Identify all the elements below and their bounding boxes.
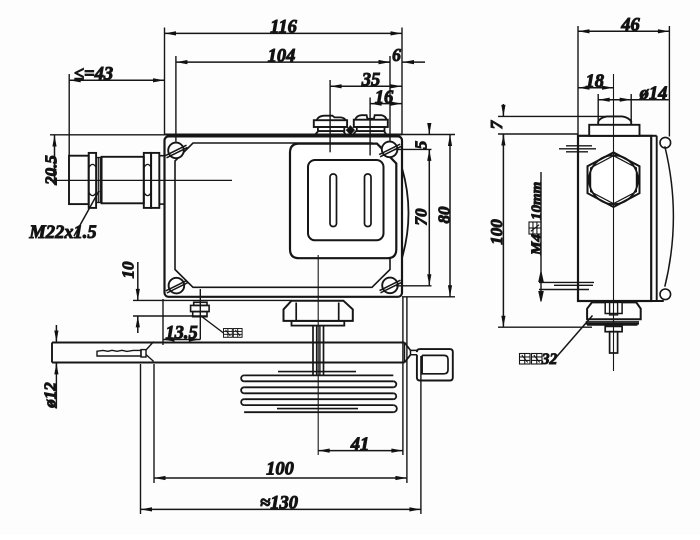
svg-text:≤=43: ≤=43 — [74, 65, 113, 85]
svg-text:13.5: 13.5 — [165, 324, 197, 344]
svg-text:5: 5 — [412, 140, 431, 149]
svg-text:32: 32 — [541, 351, 558, 368]
svg-text:10: 10 — [119, 261, 138, 279]
svg-text:ø12: ø12 — [41, 382, 60, 409]
svg-text:100: 100 — [266, 460, 294, 480]
svg-text:70: 70 — [411, 208, 430, 226]
svg-text:20.5: 20.5 — [41, 155, 60, 186]
svg-text:116: 116 — [270, 18, 297, 38]
svg-text:6: 6 — [392, 45, 401, 65]
svg-text:≈130: ≈130 — [260, 494, 298, 514]
svg-text:41: 41 — [350, 435, 370, 455]
svg-text:M4: M4 — [529, 234, 545, 256]
svg-text:16: 16 — [375, 88, 394, 108]
svg-text:80: 80 — [435, 206, 454, 224]
svg-text:ø14: ø14 — [639, 84, 668, 104]
svg-text:18: 18 — [586, 72, 605, 92]
svg-text:46: 46 — [620, 16, 640, 36]
svg-text:35: 35 — [361, 71, 381, 91]
svg-text:M22x1.5: M22x1.5 — [28, 223, 96, 243]
svg-text:100: 100 — [487, 219, 506, 245]
svg-text:10mm: 10mm — [529, 182, 545, 220]
svg-text:7: 7 — [487, 119, 506, 129]
svg-text:104: 104 — [268, 46, 296, 66]
